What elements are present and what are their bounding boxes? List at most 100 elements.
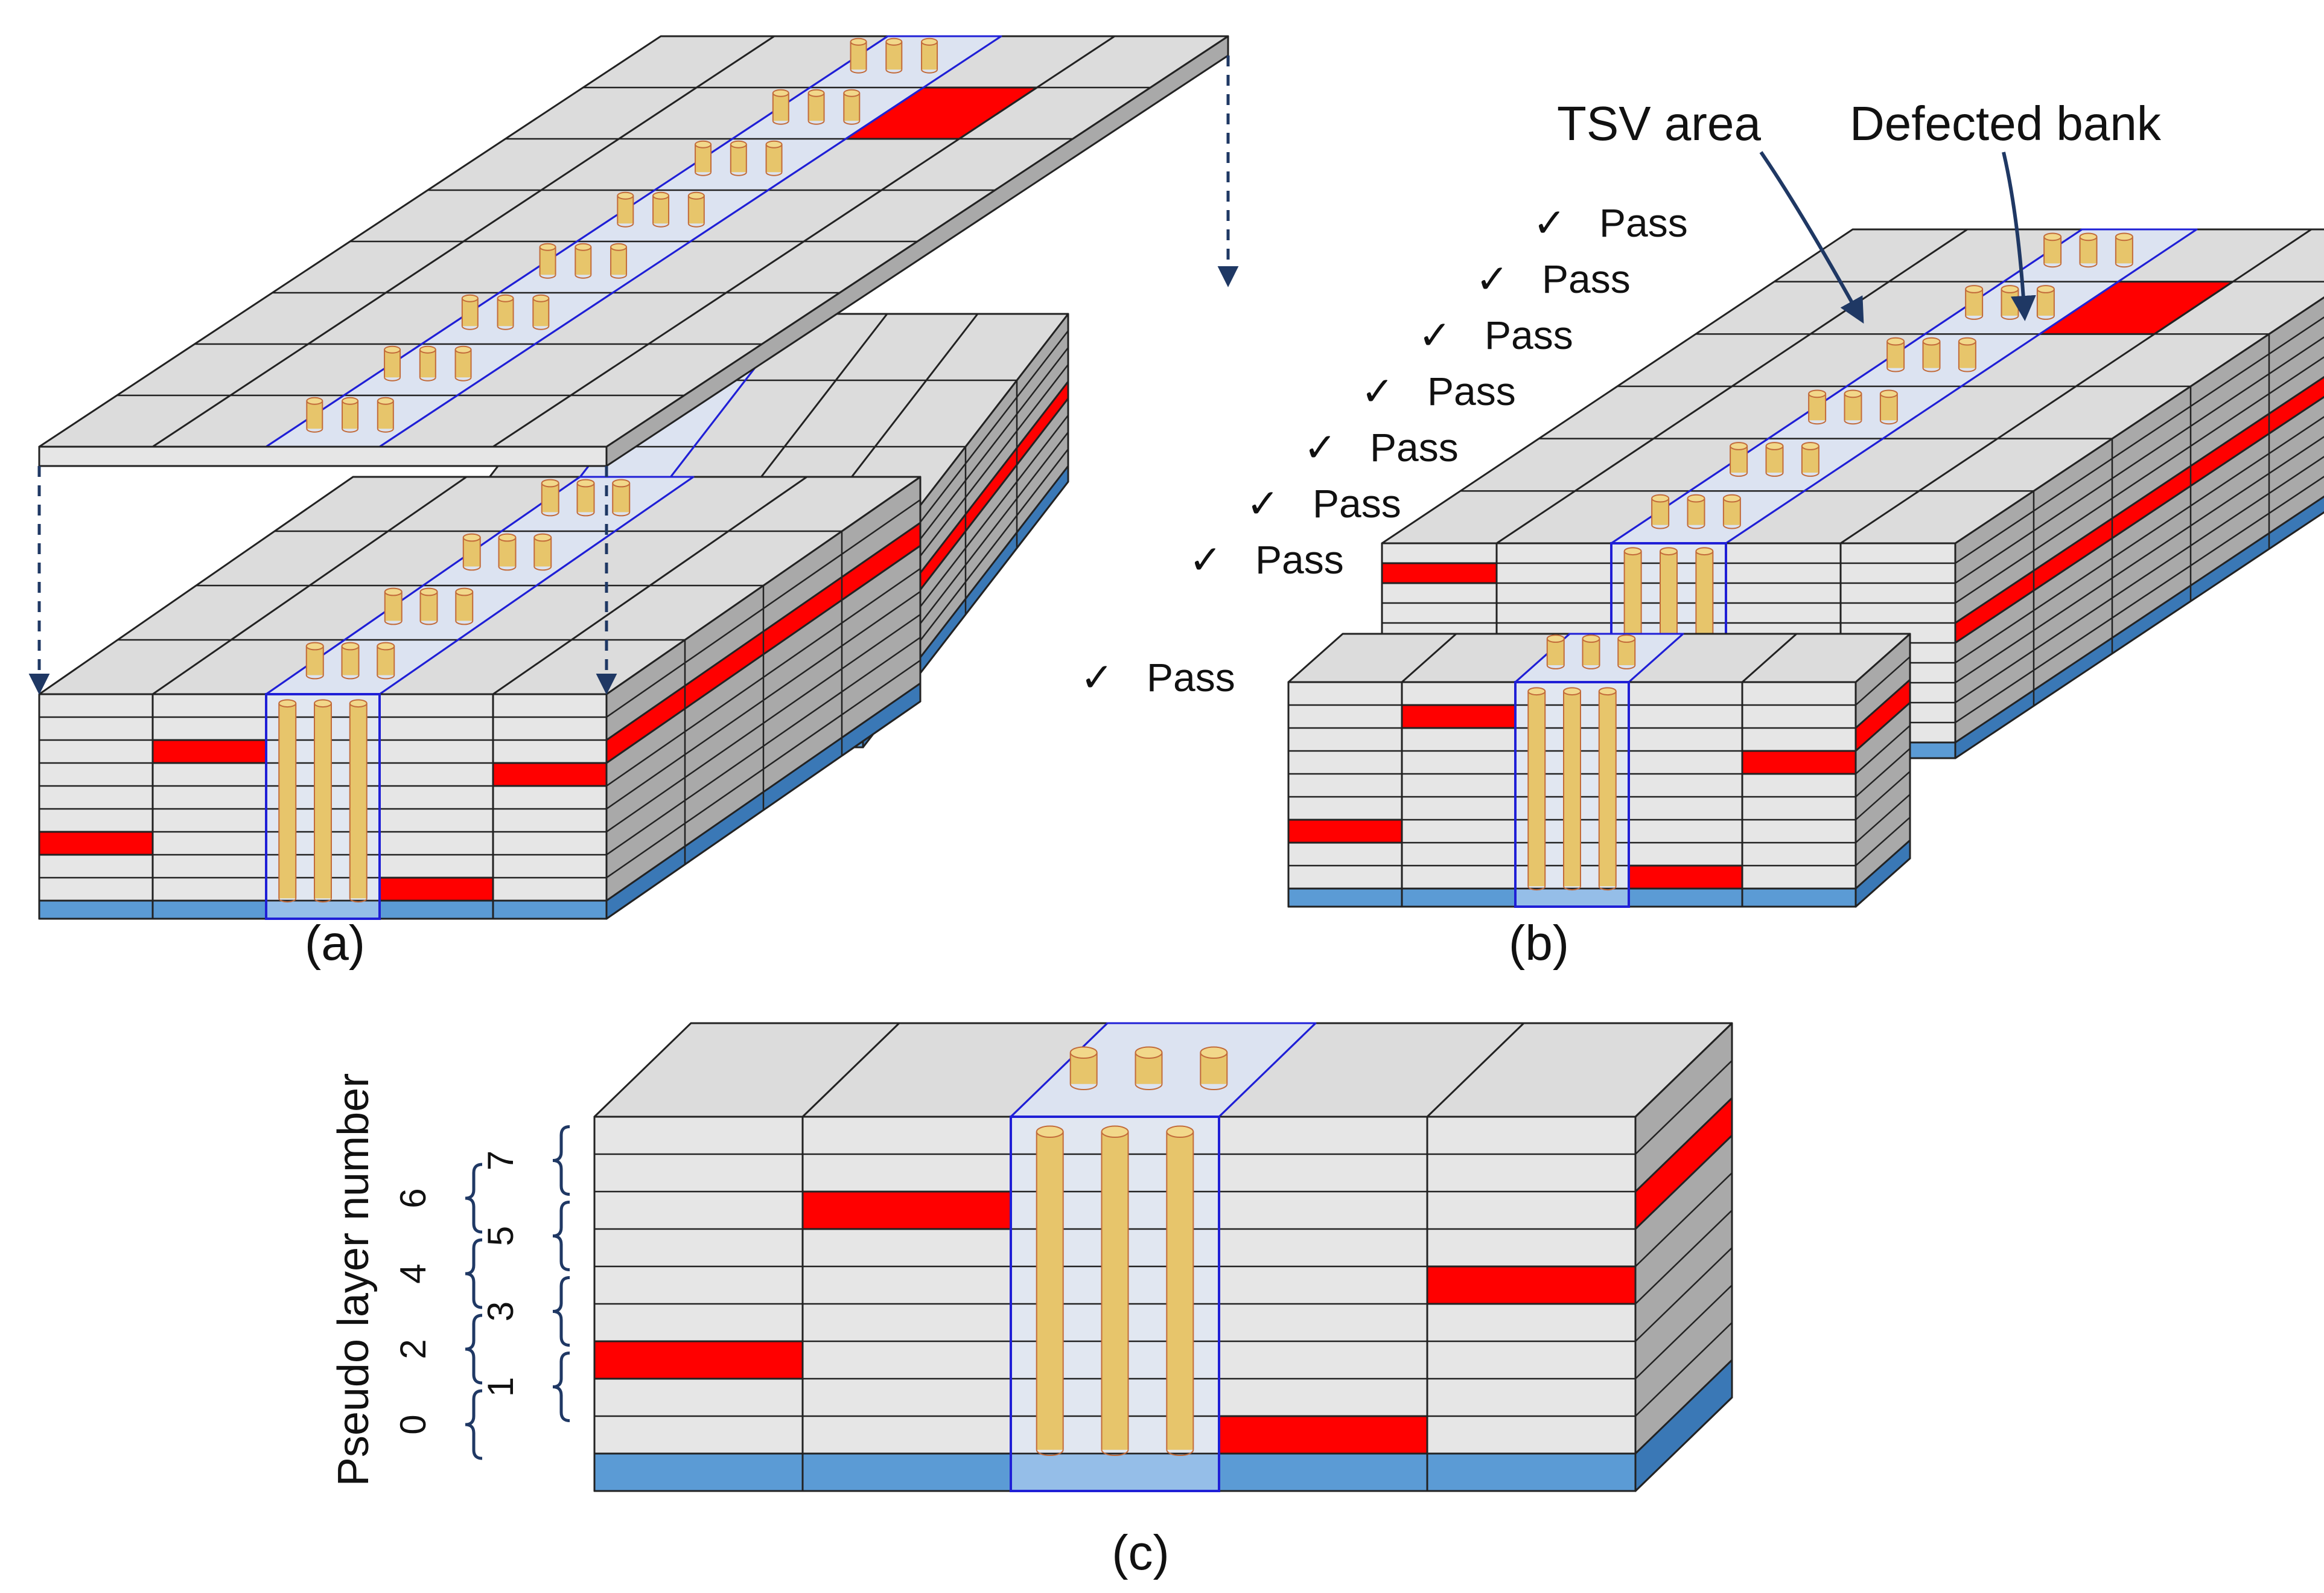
check-icon: ✓ (1189, 537, 1222, 582)
defected-bank (1426, 1265, 1637, 1305)
tsv-pillar (1200, 1046, 1228, 1090)
pass-text: Pass (1427, 369, 1516, 413)
tsv-pillar (1886, 337, 1905, 372)
panel-a (28, 35, 1239, 920)
defected-bank (1628, 864, 1743, 890)
tsv-pillar (1069, 1046, 1098, 1090)
pass-text: Pass (1255, 537, 1344, 582)
floating-col-line (492, 35, 1115, 448)
tsv-pillar (497, 294, 514, 330)
pseudo-layer-number: 6 (393, 1188, 433, 1208)
tsv-pillar (1166, 1125, 1194, 1457)
pseudo-layer-brace (465, 1389, 483, 1460)
pseudo-layer-item: 4 (393, 1238, 483, 1309)
panel-a-front-stack (38, 476, 922, 920)
tsv-pillar (1730, 442, 1748, 477)
tsv-area-label: TSV area (1557, 97, 1761, 150)
tsv-pillar (850, 37, 867, 74)
pseudo-layer-brace (552, 1125, 570, 1196)
side-layer-line (1855, 679, 1911, 729)
check-icon: ✓ (1246, 481, 1279, 526)
tsv-pillar (1687, 494, 1705, 529)
floating-col-line (379, 35, 1002, 448)
pseudo-layer-brace (465, 1163, 483, 1234)
pseudo-layer-brace (552, 1352, 570, 1422)
check-icon: ✓ (1304, 425, 1337, 470)
top-col-line (1725, 228, 2197, 544)
tsv-pillar (1808, 389, 1827, 425)
pass-item: ✓Pass (1246, 481, 1401, 526)
tsv-pillar (1527, 687, 1546, 891)
tsv-pillar (306, 397, 323, 433)
defected-bank (1381, 562, 1498, 584)
defected-bank (593, 1340, 804, 1380)
pseudo-layer-item: 6 (393, 1163, 483, 1234)
pseudo-layer-number: 5 (480, 1226, 521, 1246)
side-layer-line (1855, 817, 1911, 866)
tsv-pillar (533, 533, 552, 571)
tsv-pillar (1598, 687, 1617, 891)
side-layer-line (1855, 748, 1911, 797)
pass-item: ✓Pass (1476, 257, 1631, 301)
tsv-pillar (575, 243, 592, 279)
pseudo-layer-number: 2 (393, 1339, 433, 1359)
side-layer-line (1635, 1285, 1733, 1379)
tsv-pillar (772, 89, 789, 125)
pseudo-layer-brace (552, 1201, 570, 1271)
tsv-pillar (377, 397, 394, 433)
top-col-line (1401, 633, 1457, 683)
panel-c-stack (593, 1022, 1733, 1492)
pseudo-layer-number: 4 (393, 1263, 433, 1283)
panel-b-front-stack (1287, 633, 1911, 908)
tsv-pillar (843, 89, 861, 125)
tsv-pillar (455, 587, 474, 625)
check-icon: ✓ (1361, 369, 1394, 413)
side-layer-line (1635, 1172, 1733, 1267)
pseudo-layer-item: 7 (480, 1125, 570, 1196)
pseudo-layer-item: 5 (480, 1201, 570, 1271)
top-col-line (1218, 1022, 1317, 1118)
defected-bank (1741, 750, 1857, 775)
tsv-pillar (384, 345, 401, 381)
defected-bank (1401, 704, 1517, 729)
top-col-line (1840, 228, 2312, 544)
pass-item: ✓ Pass (1418, 313, 1573, 357)
floating-layer-front (38, 445, 608, 467)
tsv-pillar (2043, 232, 2062, 268)
pseudo-layer-item: 2 (393, 1314, 483, 1385)
tsv-pillar (1922, 337, 1941, 372)
pass-text: Pass (1599, 200, 1688, 245)
check-icon: ✓ (1418, 313, 1451, 357)
defected-bank (151, 739, 267, 764)
tsv-pillar (576, 479, 595, 517)
tsv-pillar (1101, 1125, 1129, 1457)
tsv-pillar (314, 699, 332, 903)
tsv-pillar (730, 140, 747, 176)
panel-a-floating-layer (38, 35, 1229, 467)
tsv-pillar (1879, 389, 1898, 425)
pseudo-layer-axis-title: Pseudo layer number (329, 1073, 378, 1486)
tsv-pillar (2036, 285, 2055, 320)
defected-bank (38, 831, 154, 856)
tsv-pillar (807, 89, 825, 125)
defected-bank-label: Defected bank (1850, 97, 2162, 150)
pseudo-layer-item: 3 (480, 1276, 570, 1347)
floating-col-line (152, 35, 775, 448)
tsv-pillar (617, 191, 634, 228)
tsv-pillar (1036, 1125, 1064, 1457)
panel-c-label: (c) (1112, 1525, 1170, 1580)
tsv-pillar (612, 479, 631, 517)
tsv-area-arrow (1759, 151, 1864, 324)
pseudo-layer-number: 0 (393, 1414, 433, 1434)
top-col-line (492, 476, 807, 695)
top-col-line (801, 1022, 900, 1118)
pass-text: Pass (1485, 313, 1573, 357)
top-col-line (1010, 1022, 1109, 1118)
side-layer-line (1855, 771, 1911, 820)
side-layer-line (1855, 725, 1911, 774)
tsv-pillar (461, 294, 479, 330)
tsv-pillar (1546, 634, 1565, 669)
pass-text: Pass (1147, 655, 1235, 700)
tsv-pillar (2115, 232, 2133, 268)
